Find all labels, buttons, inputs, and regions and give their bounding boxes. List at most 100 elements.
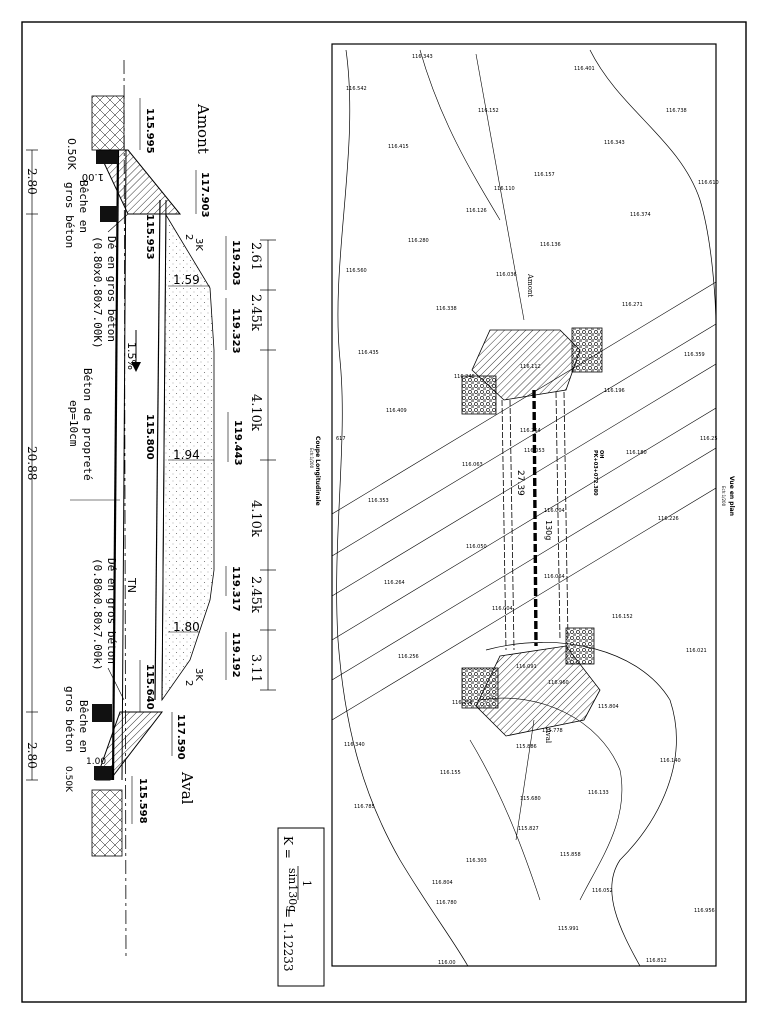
elev-119-443: 119.443 <box>232 420 243 466</box>
culvert-length: 27.39 <box>515 470 525 496</box>
spot-elevation: 116.780 <box>436 900 457 906</box>
de-top-line1: Dé en gros béton <box>105 236 118 342</box>
elev-117-903: 117.903 <box>199 172 210 218</box>
spot-elevation: 116.254 <box>520 428 541 434</box>
elev-117-590: 117.590 <box>175 714 186 760</box>
section-labels: Amont Aval 115.995 117.903 115.953 119.2… <box>25 103 321 824</box>
slope-bot-b: 2 <box>183 680 194 686</box>
spot-elevation: 116.064 <box>544 574 565 580</box>
one-bot: 1.00 <box>86 757 106 767</box>
spot-elevation: 116.353 <box>368 498 389 504</box>
spot-elevation: 116.208 <box>452 700 473 706</box>
slope-top-a: 3K <box>193 238 204 251</box>
spot-elevation: 116.226 <box>658 516 679 522</box>
amont-label: Amont <box>194 103 212 154</box>
elev-119-317: 119.317 <box>230 566 241 612</box>
spot-elevation: 116.053 <box>524 448 545 454</box>
dim-right: 2.80 <box>25 742 39 769</box>
spot-elevation: 116.021 <box>686 648 707 654</box>
spot-elevation: 116.110 <box>494 186 515 192</box>
spot-elevation: 115.778 <box>542 728 563 734</box>
de-bot-line1: Dé en gros béton <box>105 558 118 664</box>
ouvrage-name: OH <box>598 450 604 458</box>
spot-elevation: 116.956 <box>694 908 715 914</box>
spot-elevation: 116.152 <box>478 108 499 114</box>
slope-bot-a: 3K <box>193 668 204 681</box>
spot-elevation: 116.196 <box>604 388 625 394</box>
spot-elevation: 116.004 <box>492 606 513 612</box>
spot-elevation: 116.738 <box>666 108 687 114</box>
culvert-angle: 130g <box>544 520 553 540</box>
plan-aval: Aval <box>544 727 552 744</box>
spot-elevation: 116.359 <box>684 352 705 358</box>
formula-lhs: K = <box>281 836 295 859</box>
span-4: 4.10k <box>248 500 263 537</box>
ouvrage-pk: PK+03+072.380 <box>592 450 598 496</box>
span-1: 2.61 <box>248 242 263 271</box>
spot-elevation: 116.435 <box>358 350 379 356</box>
span-2: 2.45k <box>248 294 263 331</box>
span-6: 3.11 <box>248 654 263 683</box>
sheet-frame <box>21 21 747 1003</box>
spot-elevation: 116.960 <box>548 680 569 686</box>
spot-elevation: 116.271 <box>622 302 643 308</box>
beche-top-line1: Bêche en <box>77 180 90 233</box>
de-bot-line2: (0.80x0.80x7.00k) <box>91 558 104 671</box>
spot-elevation: 116.610 <box>698 180 719 186</box>
section-title: Coupe Longitudinale <box>314 436 321 506</box>
elev-119-203: 119.203 <box>230 240 241 286</box>
elev-115-800: 115.800 <box>144 414 155 460</box>
spot-elevation: 116.264 <box>384 580 405 586</box>
spot-elevation: 115.991 <box>558 926 579 932</box>
spot-elevation: 116.338 <box>436 306 457 312</box>
spot-elevation: 115.804 <box>598 704 619 710</box>
height-3: 1.80 <box>173 620 200 634</box>
spot-elevation: 116.126 <box>466 208 487 214</box>
dim-mid: 20.88 <box>25 446 39 480</box>
formula-rhs: = 1.12233 <box>281 908 295 972</box>
spot-elevation: 115.858 <box>560 852 581 858</box>
formula-num: 1 <box>300 880 313 887</box>
spot-elevation: 116.152 <box>612 614 633 620</box>
spot-elevation: 116.343 <box>412 54 433 60</box>
elev-115-953: 115.953 <box>144 214 155 260</box>
spot-elevation: 116.280 <box>408 238 429 244</box>
spot-elevation: 115.886 <box>516 744 537 750</box>
proprete-line2: ep=10cm <box>67 400 80 447</box>
spot-elevation: 116.401 <box>574 66 595 72</box>
spot-elevation: 116.136 <box>540 242 561 248</box>
k-top: 0.50K <box>65 138 78 170</box>
spot-elevation: 116.25 <box>700 436 718 442</box>
spot-elevation: 617 <box>336 436 346 442</box>
spot-elevation: 116.560 <box>346 268 367 274</box>
spot-elevation: 116.374 <box>630 212 651 218</box>
spot-elevation: 116.091 <box>516 664 537 670</box>
plan-amont: Amont <box>526 273 534 297</box>
spot-elevation: 116.155 <box>440 770 461 776</box>
spot-elevation: 116.256 <box>398 654 419 660</box>
tn-label: TN <box>125 577 138 593</box>
spot-elevation: 116.052 <box>592 888 613 894</box>
aval-label: Aval <box>178 771 196 805</box>
plan-scale: Ech:1/200 <box>721 486 726 507</box>
spot-elevation: 116.248 <box>454 374 475 380</box>
beche-top-line2: gros béton <box>63 182 76 248</box>
spot-elevation: 116.409 <box>386 408 407 414</box>
spot-elevation: 116.112 <box>520 364 541 370</box>
plan-title: Vue en plan <box>728 476 735 516</box>
spot-elevation: 116.785 <box>354 804 375 810</box>
spot-elevation: 115.680 <box>520 796 541 802</box>
height-1: 1.59 <box>173 273 200 287</box>
spot-elevation: 116.050 <box>466 544 487 550</box>
spot-elevation: 116.415 <box>388 144 409 150</box>
dim-left: 2.80 <box>25 168 39 195</box>
de-top-line2: (0.80x0.80x7.00K) <box>91 236 104 349</box>
spot-elevation: 116.063 <box>462 462 483 468</box>
formula-den: sin130g <box>286 868 299 912</box>
spot-elevation: 115.827 <box>518 826 539 832</box>
height-2: 1.94 <box>173 448 200 462</box>
spot-elevation: 116.004 <box>544 508 565 514</box>
spot-elevation: 116.812 <box>646 958 667 964</box>
elev-119-323: 119.323 <box>230 308 241 354</box>
